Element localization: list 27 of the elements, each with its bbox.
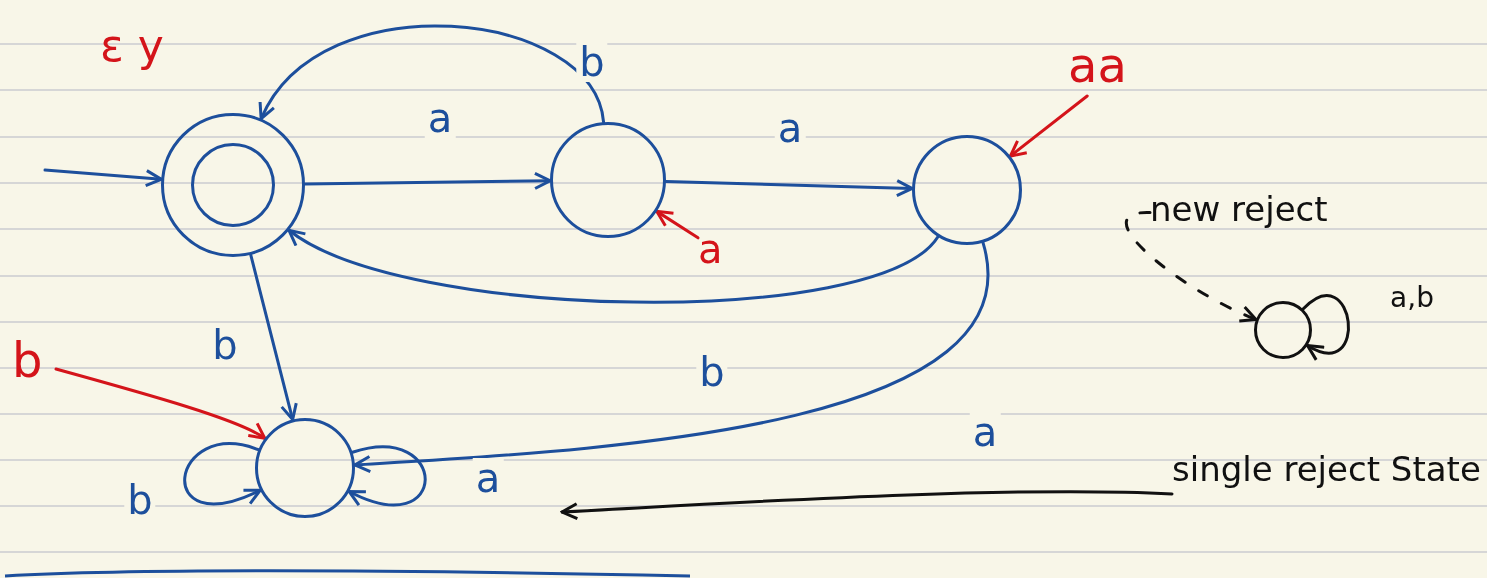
self-loop-arrow [183,442,262,506]
leader-arrow [1008,94,1089,158]
transition-arrow [259,24,606,124]
leader-arrow [54,367,267,440]
transition-arrow [287,228,940,304]
note-text: new reject [1150,192,1329,228]
state-annotation: ε y [100,20,164,71]
edge-label: b [576,42,608,82]
transition-arrow [43,168,163,188]
leader-arrow [655,209,700,240]
transition-arrow [249,253,298,422]
leader-arrow [1124,211,1258,322]
leader-arrow [560,490,1174,521]
accept-state-circle [161,113,305,257]
note-text: b [12,335,44,386]
transition-arrow [353,241,989,474]
transition-arrow [303,171,552,190]
state-circle [912,135,1022,245]
note-text: single reject State [1172,452,1482,488]
note-text: aa [1068,40,1128,91]
note-text: a [698,228,724,270]
state-circle [255,418,355,518]
self-loop-arrow [347,445,427,507]
self-loop-arrow [1301,294,1350,361]
state-circle [1254,301,1312,359]
transition-arrow [664,179,914,198]
state-circle [550,122,666,238]
